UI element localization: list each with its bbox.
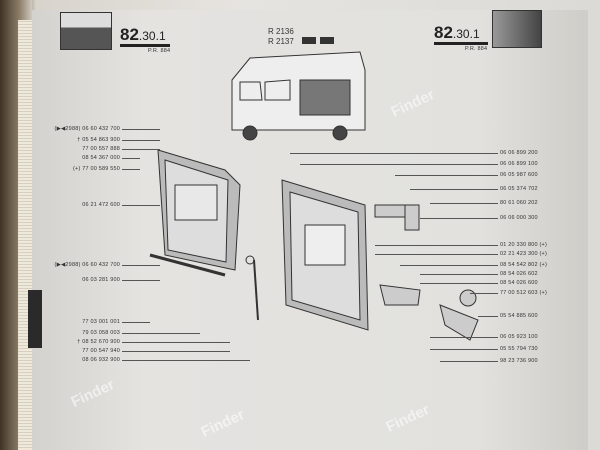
- part-number-label: 08 54 367 000: [82, 155, 120, 161]
- thumbnail-left: [60, 12, 112, 50]
- part-number-label: 06 06 000 300: [500, 215, 538, 221]
- leader-line: [478, 316, 498, 317]
- section-tab: [28, 290, 42, 348]
- part-number-label: † 08 52 670 900: [77, 339, 120, 345]
- part-number-label: 06 21 472 600: [82, 202, 120, 208]
- part-number-label: 06 05 923 100: [500, 334, 538, 340]
- pr-left: P.R. 884: [148, 48, 171, 54]
- leader-line: [122, 158, 140, 159]
- header-bar-left: [120, 44, 170, 47]
- part-number-label: 08 54 026 602: [500, 271, 538, 277]
- leader-line: [420, 283, 498, 284]
- leader-line: [122, 280, 160, 281]
- leader-line: [122, 333, 200, 334]
- leader-line: [430, 337, 498, 338]
- part-number-label: 06 05 987 600: [500, 172, 538, 178]
- part-number-label: 05 55 794 730: [500, 346, 538, 352]
- part-number-label: 77 00 547 940: [82, 348, 120, 354]
- part-number-label: 06 06 899 100: [500, 161, 538, 167]
- leader-line: [375, 254, 498, 255]
- thumbnail-right: [492, 10, 542, 48]
- part-number-label: 79 03 058 003: [82, 330, 120, 336]
- part-number-label: 08 54 026 600: [500, 280, 538, 286]
- leader-line: [122, 205, 160, 206]
- part-number-label: (▶◀2988) 06 60 432 700: [54, 126, 120, 132]
- rear-door-right: [281, 179, 369, 331]
- section-number-left: 82.30.1: [120, 25, 166, 44]
- leader-line: [420, 274, 498, 275]
- leader-line: [430, 349, 498, 350]
- part-number-label: 02 21 423 300 (+): [500, 251, 547, 257]
- part-number-label: 77 00 557 888: [82, 146, 120, 152]
- leader-line: [122, 149, 160, 150]
- pr-right: P.R. 884: [465, 46, 488, 52]
- part-number-label: (+) 77 00 589 550: [73, 166, 120, 172]
- part-number-label: 06 06 899 200: [500, 150, 538, 156]
- leader-line: [122, 129, 160, 130]
- part-number-label: (▶◀2988) 06 60 432 700: [54, 262, 120, 268]
- model-ref: R 2136: [268, 27, 294, 36]
- leader-line: [410, 189, 498, 190]
- leader-line: [400, 265, 498, 266]
- leader-line: [430, 203, 498, 204]
- part-number-label: 08 06 932 900: [82, 357, 120, 363]
- part-number-label: 06 05 374 702: [500, 186, 538, 192]
- part-number-label: 77 03 001 001: [82, 319, 120, 325]
- leader-line: [122, 360, 250, 361]
- hinges-and-latches: [245, 204, 479, 341]
- leader-line: [300, 164, 498, 165]
- leader-line: [122, 351, 230, 352]
- leader-line: [122, 140, 160, 141]
- leader-line: [122, 342, 230, 343]
- leader-line: [375, 245, 498, 246]
- part-number-label: 77 00 512 603 (+): [500, 290, 547, 296]
- part-number-label: 01 20 330 800 (+): [500, 242, 547, 248]
- rear-door-left: [149, 149, 241, 277]
- leader-line: [395, 175, 498, 176]
- part-number-label: † 05 54 863 900: [77, 137, 120, 143]
- leader-line: [440, 361, 498, 362]
- part-number-label: 06 03 281 900: [82, 277, 120, 283]
- part-number-label: 98 23 736 900: [500, 358, 538, 364]
- header-bar-right: [434, 42, 488, 45]
- section-number-right: 82.30.1: [434, 23, 480, 42]
- leader-line: [420, 218, 498, 219]
- model-ref: R 2137: [268, 37, 294, 46]
- leader-line: [122, 322, 150, 323]
- van-icons: [302, 37, 334, 44]
- leader-line: [122, 265, 160, 266]
- leader-line: [122, 169, 140, 170]
- van-illustration: [231, 51, 366, 141]
- part-number-label: 80 61 060 202: [500, 200, 538, 206]
- leader-line: [470, 293, 498, 294]
- leader-line: [290, 153, 498, 154]
- part-number-label: 08 54 542 802 (+): [500, 262, 547, 268]
- part-number-label: 05 54 885 600: [500, 313, 538, 319]
